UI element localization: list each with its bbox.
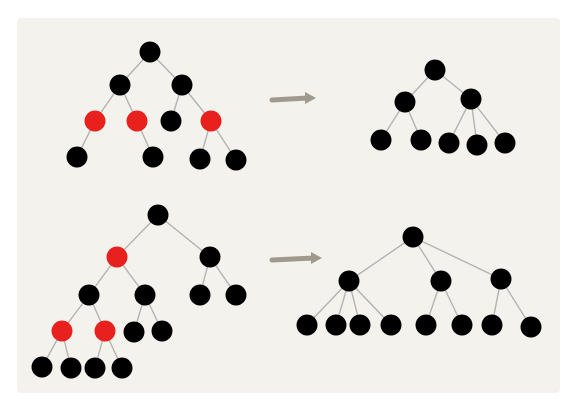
example-1-left-tree-black-node	[109, 74, 131, 96]
example-2-right-tree-black-node	[451, 314, 473, 336]
example-2-arrow-shaft	[269, 255, 317, 263]
example-1-right-tree-black-node	[394, 91, 416, 113]
example-1-arrow-head	[305, 92, 316, 104]
example-2-left-tree-edge	[157, 214, 211, 258]
example-2-left-tree-black-node	[147, 204, 169, 226]
example-2-right-tree-black-node	[338, 270, 360, 292]
example-2-left-tree-black-node	[111, 357, 133, 379]
example-1-left-tree-black-node	[160, 110, 182, 132]
example-2-right-tree-black-node	[325, 314, 347, 336]
example-1-left-tree-black-node	[66, 146, 88, 168]
example-2-right-tree-black-node	[380, 314, 402, 336]
example-2-right-tree-black-node	[430, 270, 452, 292]
example-1-left-tree-red-node	[200, 110, 222, 132]
example-2-left-tree-black-node	[31, 356, 53, 378]
example-1-right-tree-black-node	[370, 129, 392, 151]
example-1-left-tree-red-node	[84, 110, 106, 132]
example-2-left-tree-red-node	[94, 320, 116, 342]
example-1-left-tree-black-node	[225, 149, 247, 171]
example-2-right-tree-edge	[412, 236, 502, 280]
example-2-right-tree-black-node	[490, 268, 512, 290]
example-1-left-tree-black-node	[189, 148, 211, 170]
example-2-left-tree-red-node	[106, 246, 128, 268]
example-1-left-tree-black-node	[142, 146, 164, 168]
example-2-left-tree-black-node	[225, 284, 247, 306]
example-2-right-tree-black-node	[296, 314, 318, 336]
example-1-right-tree-black-node	[466, 134, 488, 156]
example-2-left-tree-black-node	[134, 284, 156, 306]
example-2-left-tree-black-node	[123, 321, 145, 343]
example-2-left-tree-black-node	[78, 284, 100, 306]
example-2-left-tree-black-node	[60, 357, 82, 379]
example-2-left-tree-black-node	[199, 246, 221, 268]
example-2-arrow-head	[311, 252, 322, 264]
example-2-right-tree-black-node	[481, 314, 503, 336]
example-1-arrow-shaft	[269, 95, 311, 103]
example-2-right-tree-black-node	[520, 316, 542, 338]
example-2-right-tree-black-node	[349, 314, 371, 336]
example-1-right-tree-black-node	[410, 129, 432, 151]
example-1-right-tree-black-node	[424, 59, 446, 81]
example-2-left-tree-black-node	[189, 284, 211, 306]
example-2-left-tree-black-node	[84, 357, 106, 379]
example-1-left-tree-black-node	[171, 74, 193, 96]
example-2-right-tree-black-node	[415, 314, 437, 336]
example-2-left-tree-black-node	[151, 320, 173, 342]
example-1-left-tree-black-node	[139, 41, 161, 63]
example-2-left-tree-red-node	[51, 320, 73, 342]
example-2-right-tree-edge	[348, 236, 414, 282]
example-1-right-tree-black-node	[494, 132, 516, 154]
example-2-right-tree-black-node	[402, 226, 424, 248]
example-1-right-tree-black-node	[438, 132, 460, 154]
example-1-left-tree-red-node	[126, 110, 148, 132]
example-1-right-tree-black-node	[460, 88, 482, 110]
